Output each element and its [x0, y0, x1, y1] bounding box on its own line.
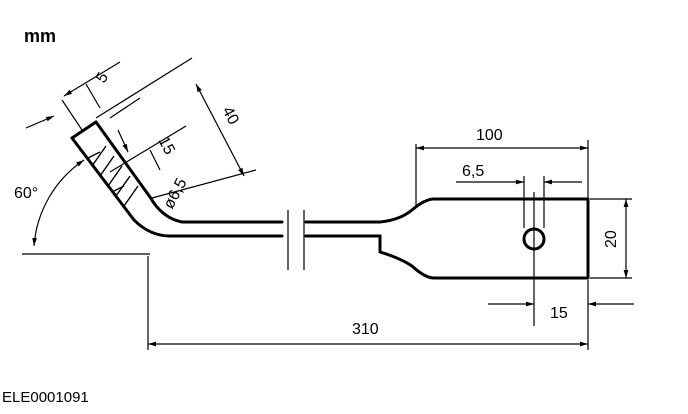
drawing-code: ELE0001091 [2, 389, 89, 406]
part-outline [70, 120, 590, 280]
unit-label: mm [24, 26, 56, 46]
bend-offset-label: 15 [154, 134, 177, 158]
bend-hatching [87, 145, 139, 207]
hole-diameter-label: 6,5 [462, 163, 484, 180]
flat-length-label: 100 [476, 127, 503, 144]
angle-dimension [22, 115, 150, 255]
hole-edge-dimension [488, 280, 634, 326]
flat-width-dimension [590, 198, 632, 279]
bend-hole-label: ø6,5 [161, 176, 191, 212]
inclined-dimensions [61, 57, 257, 199]
flat-width-label: 20 [603, 230, 620, 248]
hole-edge-label: 15 [550, 305, 568, 322]
bend-length-label: 40 [218, 104, 241, 128]
flat-length-dimension [415, 140, 589, 206]
total-length-label: 310 [352, 321, 379, 338]
total-length-dimension [147, 256, 589, 350]
angle-label: 60° [14, 185, 38, 202]
